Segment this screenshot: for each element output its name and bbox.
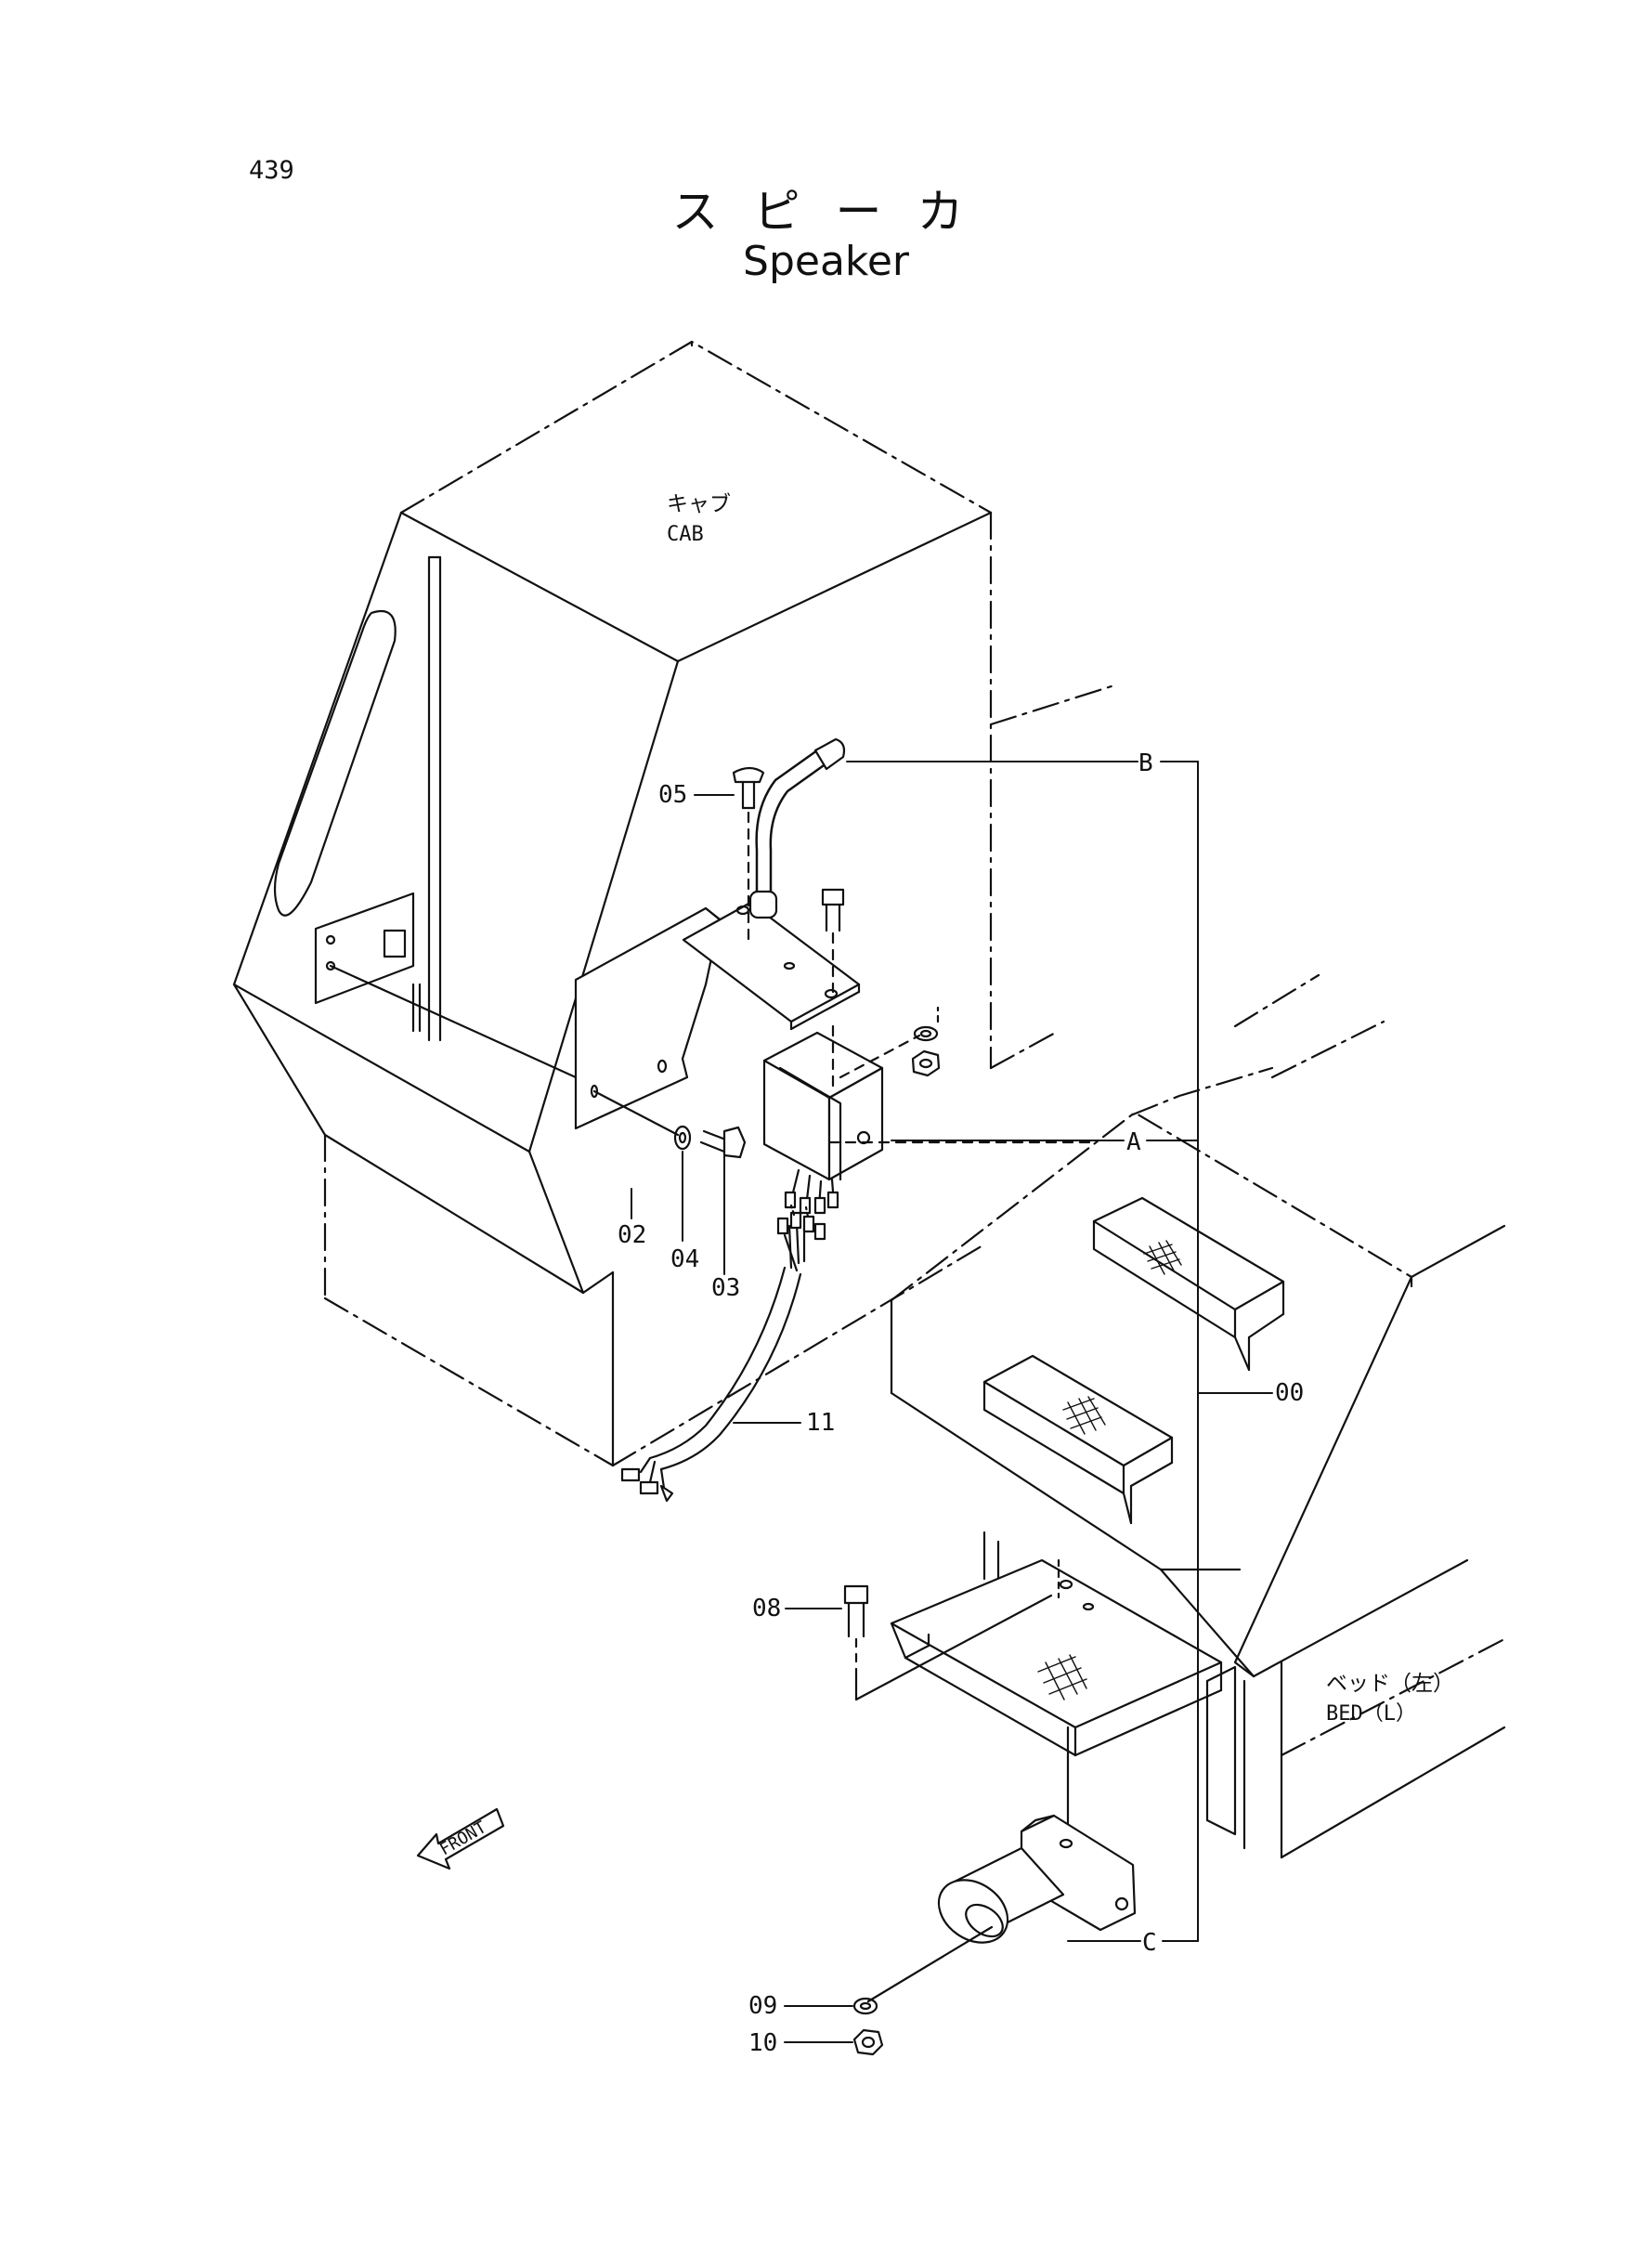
callout-a: A (1126, 1128, 1141, 1156)
cab-drawing (232, 340, 1116, 1467)
part-label-10: 10 (748, 2029, 777, 2057)
callout-c: C (1142, 1929, 1157, 1957)
bed-label-jp: ベッド（左） (1326, 1672, 1454, 1696)
bracket-02 (574, 906, 722, 1137)
bolt-03 (699, 1126, 747, 1159)
part-label-05: 05 (658, 781, 687, 809)
part-label-00: 00 (1275, 1379, 1304, 1407)
part-label-02: 02 (618, 1221, 646, 1249)
harness-11 (620, 1204, 826, 1503)
washer-09 (852, 1997, 878, 2015)
bed-label-en: BED（L） (1326, 1702, 1416, 1726)
callout-lines (631, 761, 1273, 2043)
callout-b: B (1138, 749, 1153, 777)
mic-plate (682, 901, 861, 1031)
bolt-upper (821, 888, 845, 994)
part-label-09: 09 (748, 1992, 777, 2020)
microphone (748, 737, 846, 919)
part-label-04: 04 (670, 1245, 699, 1273)
front-arrow-icon: FRONT (416, 1807, 505, 1870)
horn-speaker (866, 1814, 1137, 2003)
bed-drawing (890, 973, 1506, 1859)
nut-10 (852, 2028, 884, 2056)
amplifier (762, 1024, 1098, 1215)
speaker-bracket (890, 1558, 1223, 1878)
cab-label-jp: キャブ (667, 492, 731, 516)
part-label-08: 08 (752, 1595, 781, 1622)
cab-label-en: CAB (667, 523, 704, 546)
page-number: 439 (249, 156, 294, 185)
washer-04 (673, 1125, 692, 1151)
bolt-08 (843, 1584, 1053, 1701)
part-label-03: 03 (711, 1274, 740, 1302)
front-label: FRONT (436, 1818, 490, 1859)
title-japanese: スピーカ (671, 185, 999, 239)
part-label-11: 11 (806, 1409, 835, 1437)
washer-nut-upper (911, 1006, 941, 1077)
title-english: Speaker (743, 238, 909, 285)
screw-05 (732, 766, 765, 942)
